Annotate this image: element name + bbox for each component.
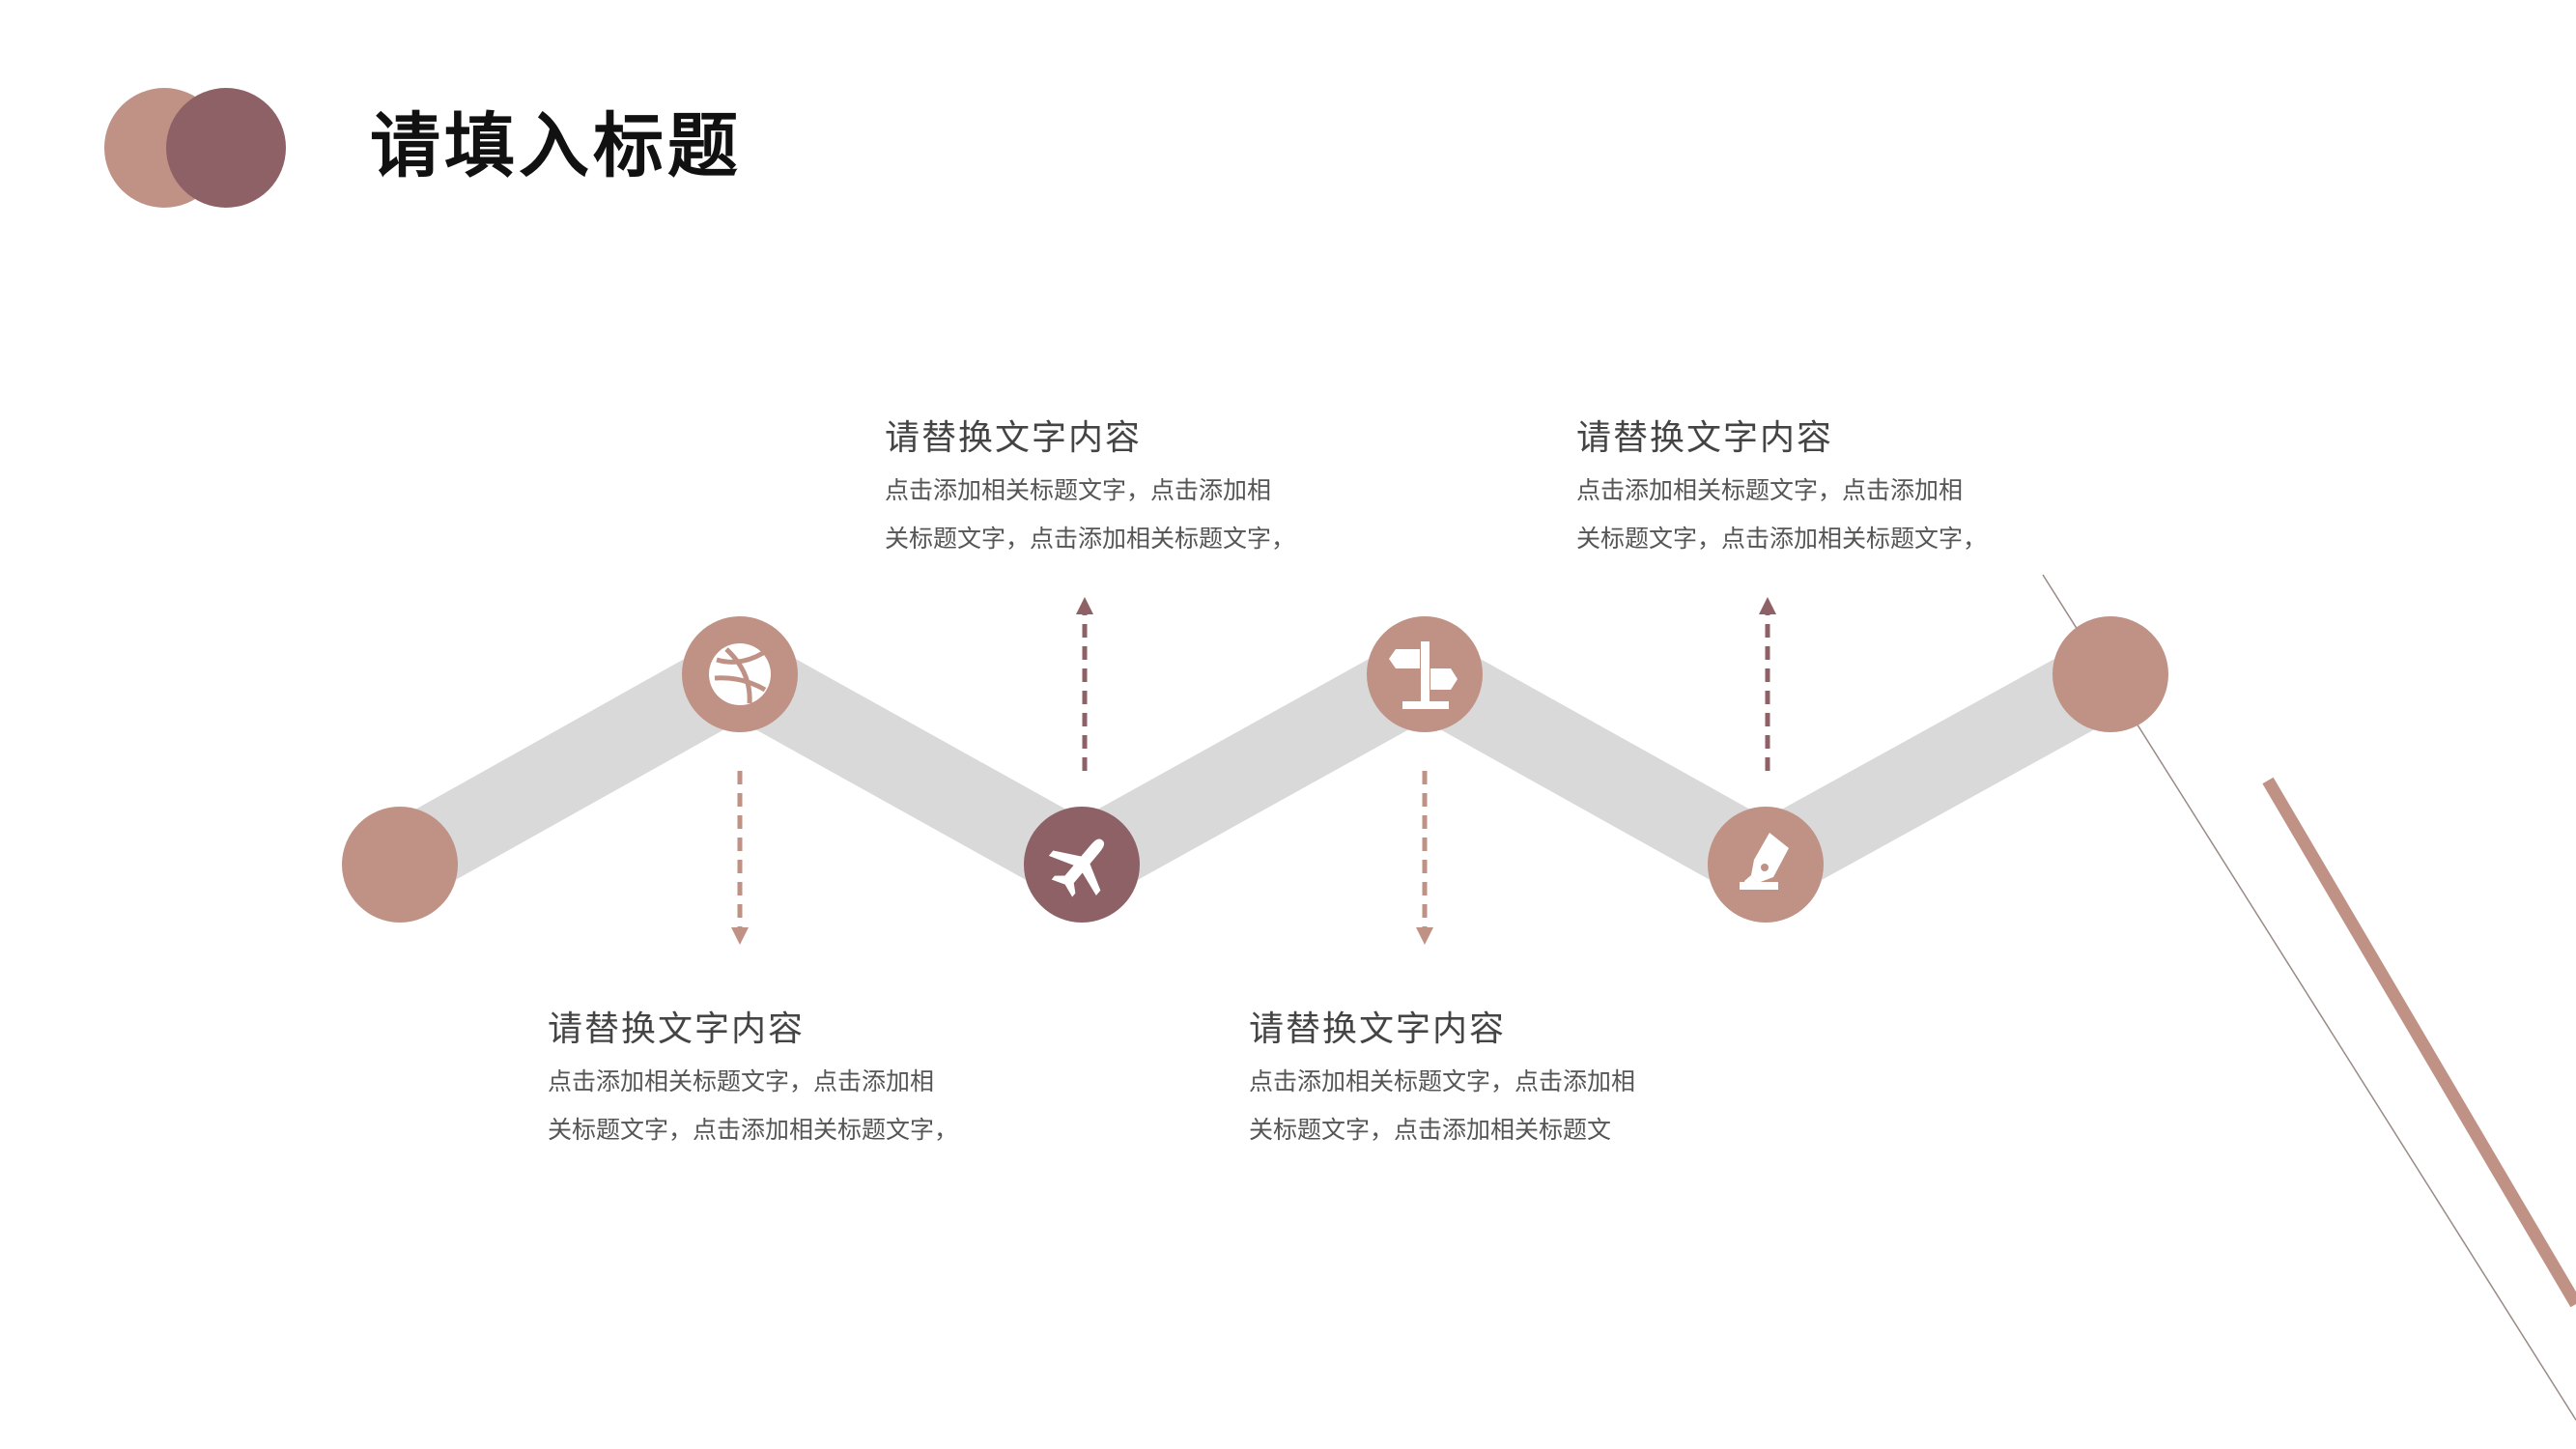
block-body: 点击添加相关标题文字，点击添加相 关标题文字，点击添加相关标题文字，	[548, 1058, 1050, 1154]
text-block-lower-2: 请替换文字内容 点击添加相关标题文字，点击添加相 关标题文字，点击添加相关标题文	[1249, 1009, 1751, 1154]
start-node	[342, 807, 458, 923]
block-heading: 请替换文字内容	[885, 418, 1143, 458]
text-block-lower-1: 请替换文字内容 点击添加相关标题文字，点击添加相 关标题文字，点击添加相关标题文…	[548, 1009, 1050, 1154]
block-line: 关标题文字，点击添加相关标题文字，	[548, 1116, 959, 1145]
block-body: 点击添加相关标题文字，点击添加相 关标题文字，点击添加相关标题文字，	[1576, 467, 2079, 563]
node-2	[1024, 807, 1140, 923]
block-heading: 请替换文字内容	[548, 1009, 806, 1049]
airplane-icon	[1048, 838, 1105, 897]
page-title: 请填入标题	[370, 105, 742, 187]
pen-nib-icon	[1740, 833, 1789, 890]
node-4	[1708, 807, 1824, 923]
block-line: 关标题文字，点击添加相关标题文字，	[1576, 525, 1988, 554]
logo-circles-icon	[104, 88, 286, 208]
signpost-icon	[1389, 641, 1458, 709]
block-body: 点击添加相关标题文字，点击添加相 关标题文字，点击添加相关标题文字，	[885, 467, 1387, 563]
node-3	[1367, 616, 1483, 732]
block-line: 点击添加相关标题文字，点击添加相	[1249, 1067, 1636, 1096]
arrow-up-2	[1759, 597, 1776, 771]
text-block-upper-2: 请替换文字内容 点击添加相关标题文字，点击添加相 关标题文字，点击添加相关标题文…	[1576, 417, 2079, 563]
arrow-down-1	[731, 771, 749, 945]
deco-thick-diagonal	[2262, 777, 2576, 1308]
block-line: 点击添加相关标题文字，点击添加相	[885, 476, 1272, 505]
block-line: 关标题文字，点击添加相关标题文	[1249, 1116, 1612, 1145]
arrow-up-1	[1076, 597, 1093, 771]
block-line: 点击添加相关标题文字，点击添加相	[548, 1067, 935, 1096]
block-heading: 请替换文字内容	[1576, 418, 1834, 458]
node-1	[682, 616, 798, 732]
block-line: 点击添加相关标题文字，点击添加相	[1576, 476, 1964, 505]
text-block-upper-1: 请替换文字内容 点击添加相关标题文字，点击添加相 关标题文字，点击添加相关标题文…	[885, 417, 1387, 563]
block-heading: 请替换文字内容	[1249, 1009, 1507, 1049]
arrow-down-2	[1416, 771, 1433, 945]
block-line: 关标题文字，点击添加相关标题文字，	[885, 525, 1296, 554]
block-body: 点击添加相关标题文字，点击添加相 关标题文字，点击添加相关标题文	[1249, 1058, 1751, 1154]
dribbble-ball-icon	[709, 643, 771, 705]
end-node	[2052, 616, 2168, 732]
logo-circle-dark	[166, 88, 286, 208]
zigzag-band	[359, 634, 2151, 905]
